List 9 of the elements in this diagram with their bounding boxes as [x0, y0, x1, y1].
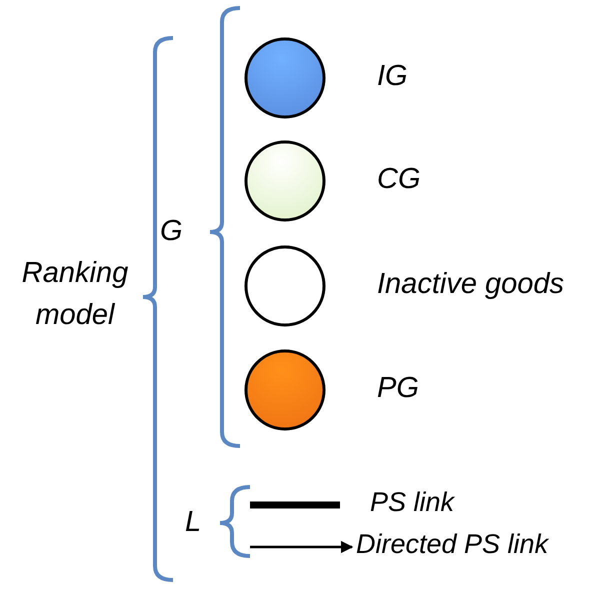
- group-label: Ranking model: [20, 256, 130, 334]
- legend-label: IG: [377, 61, 408, 93]
- legend-label: PG: [377, 373, 419, 405]
- legend-label: PS link: [370, 488, 454, 518]
- legend-label: Inactive goods: [377, 269, 564, 301]
- group-letter: G: [160, 216, 183, 248]
- legend-label: Directed PS link: [356, 530, 548, 560]
- legend-label: CG: [377, 164, 420, 196]
- group-letter: L: [185, 507, 202, 539]
